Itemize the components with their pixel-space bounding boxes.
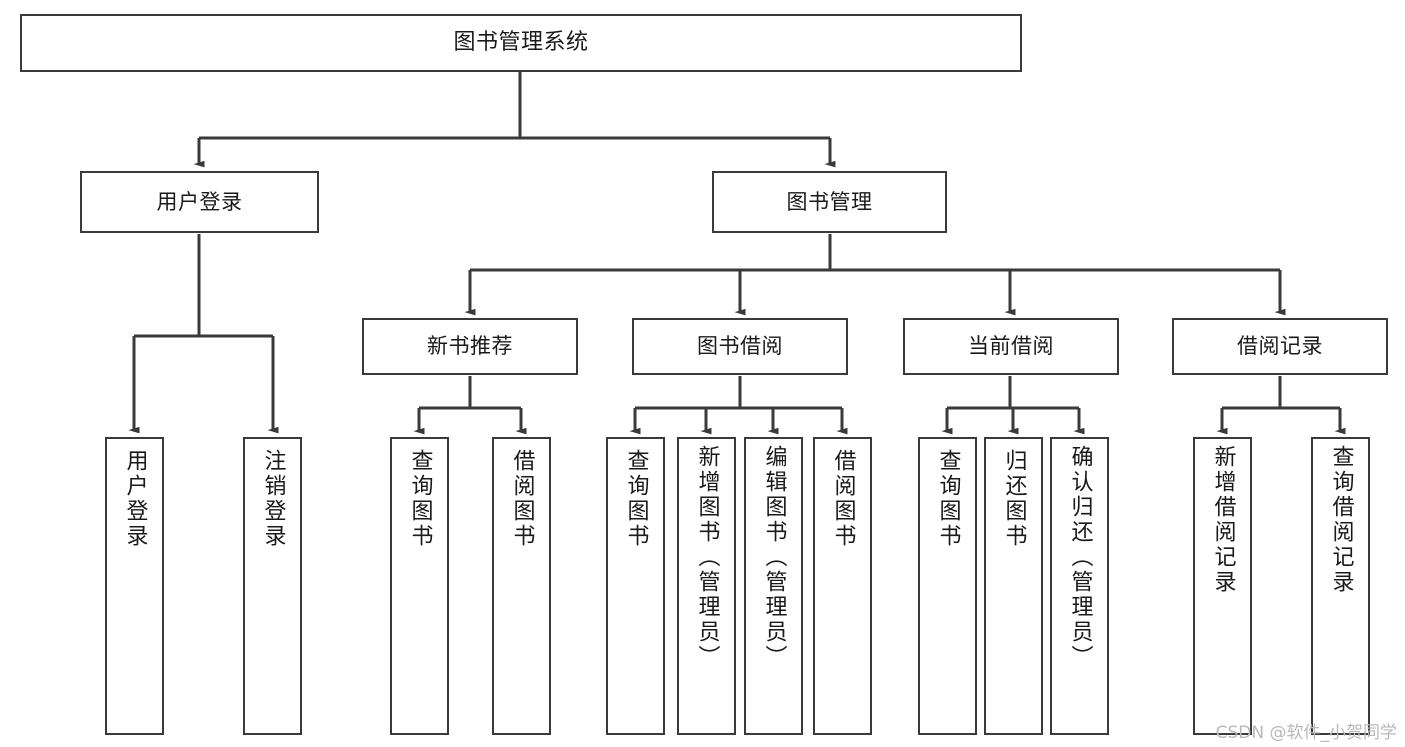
node-leaf-query-record[interactable]: 查询借阅记录 xyxy=(1311,437,1370,735)
node-new-book-rec[interactable]: 新书推荐 xyxy=(362,318,578,375)
node-leaf-return-book-label: 归还图书 xyxy=(1001,449,1027,549)
node-root[interactable]: 图书管理系统 xyxy=(20,14,1022,72)
node-leaf-query-book-1[interactable]: 查询图书 xyxy=(390,437,449,735)
node-leaf-query-book-2[interactable]: 查询图书 xyxy=(606,437,665,735)
node-leaf-query-record-label: 查询借阅记录 xyxy=(1328,445,1354,595)
node-leaf-query-book-1-label: 查询图书 xyxy=(407,449,433,549)
csdn-watermark: CSDN @软件_小贺同学 xyxy=(1215,723,1397,743)
node-leaf-confirm-return-label: 确认归还（管理员） xyxy=(1067,445,1093,670)
node-leaf-edit-book[interactable]: 编辑图书（管理员） xyxy=(744,437,803,735)
node-leaf-query-book-2-label: 查询图书 xyxy=(623,449,649,549)
node-leaf-edit-book-label: 编辑图书（管理员） xyxy=(761,445,787,670)
node-new-book-rec-label: 新书推荐 xyxy=(427,334,513,359)
node-book-borrow[interactable]: 图书借阅 xyxy=(632,318,848,375)
node-leaf-add-record-label: 新增借阅记录 xyxy=(1210,445,1236,595)
node-leaf-logout-login[interactable]: 注销登录 xyxy=(243,437,302,735)
node-book-manage-label: 图书管理 xyxy=(786,189,873,214)
node-current-borrow[interactable]: 当前借阅 xyxy=(903,318,1119,375)
node-borrow-record-label: 借阅记录 xyxy=(1237,334,1323,359)
node-leaf-borrow-book-1[interactable]: 借阅图书 xyxy=(492,437,551,735)
node-root-label: 图书管理系统 xyxy=(453,30,589,56)
node-leaf-logout-login-label: 注销登录 xyxy=(260,449,286,549)
node-leaf-query-book-3[interactable]: 查询图书 xyxy=(918,437,977,735)
node-leaf-borrow-book-2[interactable]: 借阅图书 xyxy=(813,437,872,735)
node-leaf-return-book[interactable]: 归还图书 xyxy=(984,437,1043,735)
node-user-login[interactable]: 用户登录 xyxy=(80,171,319,233)
node-book-borrow-label: 图书借阅 xyxy=(697,334,783,359)
node-book-manage[interactable]: 图书管理 xyxy=(712,171,947,233)
node-user-login-label: 用户登录 xyxy=(156,189,243,214)
node-leaf-add-book-label: 新增图书（管理员） xyxy=(694,445,720,670)
node-leaf-confirm-return[interactable]: 确认归还（管理员） xyxy=(1050,437,1109,735)
node-current-borrow-label: 当前借阅 xyxy=(968,334,1054,359)
node-leaf-user-login[interactable]: 用户登录 xyxy=(105,437,164,735)
node-leaf-user-login-label: 用户登录 xyxy=(122,449,148,549)
node-leaf-borrow-book-1-label: 借阅图书 xyxy=(509,449,535,549)
node-leaf-borrow-book-2-label: 借阅图书 xyxy=(830,449,856,549)
node-leaf-query-book-3-label: 查询图书 xyxy=(935,449,961,549)
node-borrow-record[interactable]: 借阅记录 xyxy=(1172,318,1388,375)
node-leaf-add-book[interactable]: 新增图书（管理员） xyxy=(677,437,736,735)
node-leaf-add-record[interactable]: 新增借阅记录 xyxy=(1193,437,1252,735)
